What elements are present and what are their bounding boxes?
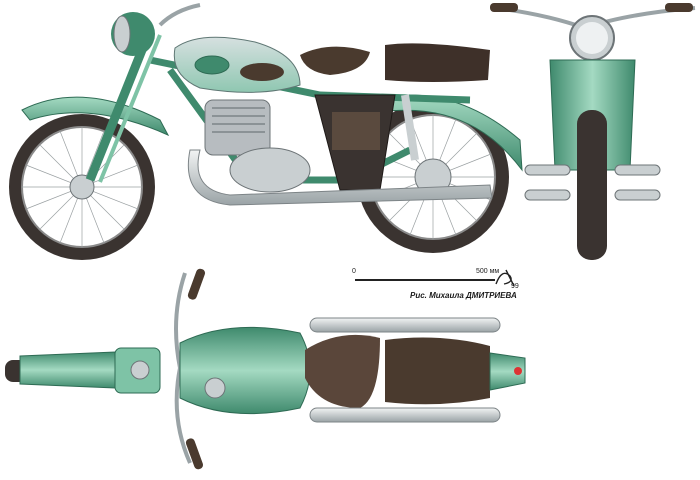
signature-year: 99 bbox=[511, 283, 519, 290]
scale-bar-block: 0 500 мм bbox=[352, 268, 512, 290]
top-tail-light bbox=[514, 367, 522, 375]
headlight bbox=[111, 12, 155, 56]
top-fuel-tank bbox=[179, 326, 311, 415]
top-saddle bbox=[305, 334, 380, 408]
top-right-muffler bbox=[309, 407, 501, 423]
rear-shock bbox=[401, 94, 419, 161]
top-rear-fender bbox=[489, 352, 526, 391]
top-speedometer bbox=[130, 360, 150, 380]
left-grip bbox=[490, 3, 518, 12]
side-view bbox=[9, 3, 523, 260]
rear-wheel bbox=[357, 101, 509, 253]
artist-credit: Рис. Михаила ДМИТРИЕВА bbox=[410, 291, 517, 300]
top-view bbox=[5, 268, 526, 470]
artist-signature: 99 bbox=[495, 269, 519, 290]
fork-highlight bbox=[98, 34, 162, 183]
scale-end-label: 500 мм bbox=[476, 268, 500, 275]
front-exhausts bbox=[524, 164, 661, 201]
front-tire bbox=[577, 110, 607, 260]
front-wheel bbox=[9, 114, 155, 260]
top-left-grip bbox=[187, 268, 206, 300]
scale-zero-label: 0 bbox=[352, 268, 356, 275]
engine bbox=[204, 99, 311, 193]
fuel-tank bbox=[173, 36, 301, 93]
top-front-fender bbox=[19, 351, 116, 389]
pillion-seat bbox=[385, 43, 490, 82]
toolbox-lid bbox=[332, 112, 380, 150]
front-fork bbox=[85, 28, 155, 182]
tank-badge bbox=[194, 55, 230, 75]
scale-bar bbox=[355, 279, 495, 281]
knee-pad bbox=[240, 63, 284, 81]
top-right-grip bbox=[185, 438, 204, 470]
handlebar bbox=[158, 3, 201, 27]
top-fuel-cap bbox=[204, 377, 226, 399]
saddle bbox=[300, 46, 370, 75]
front-fender bbox=[21, 96, 170, 137]
top-pillion-seat bbox=[385, 337, 490, 405]
top-left-muffler bbox=[309, 317, 501, 333]
right-grip bbox=[665, 3, 693, 12]
front-view bbox=[490, 3, 696, 260]
exhaust-pipe bbox=[187, 149, 493, 206]
